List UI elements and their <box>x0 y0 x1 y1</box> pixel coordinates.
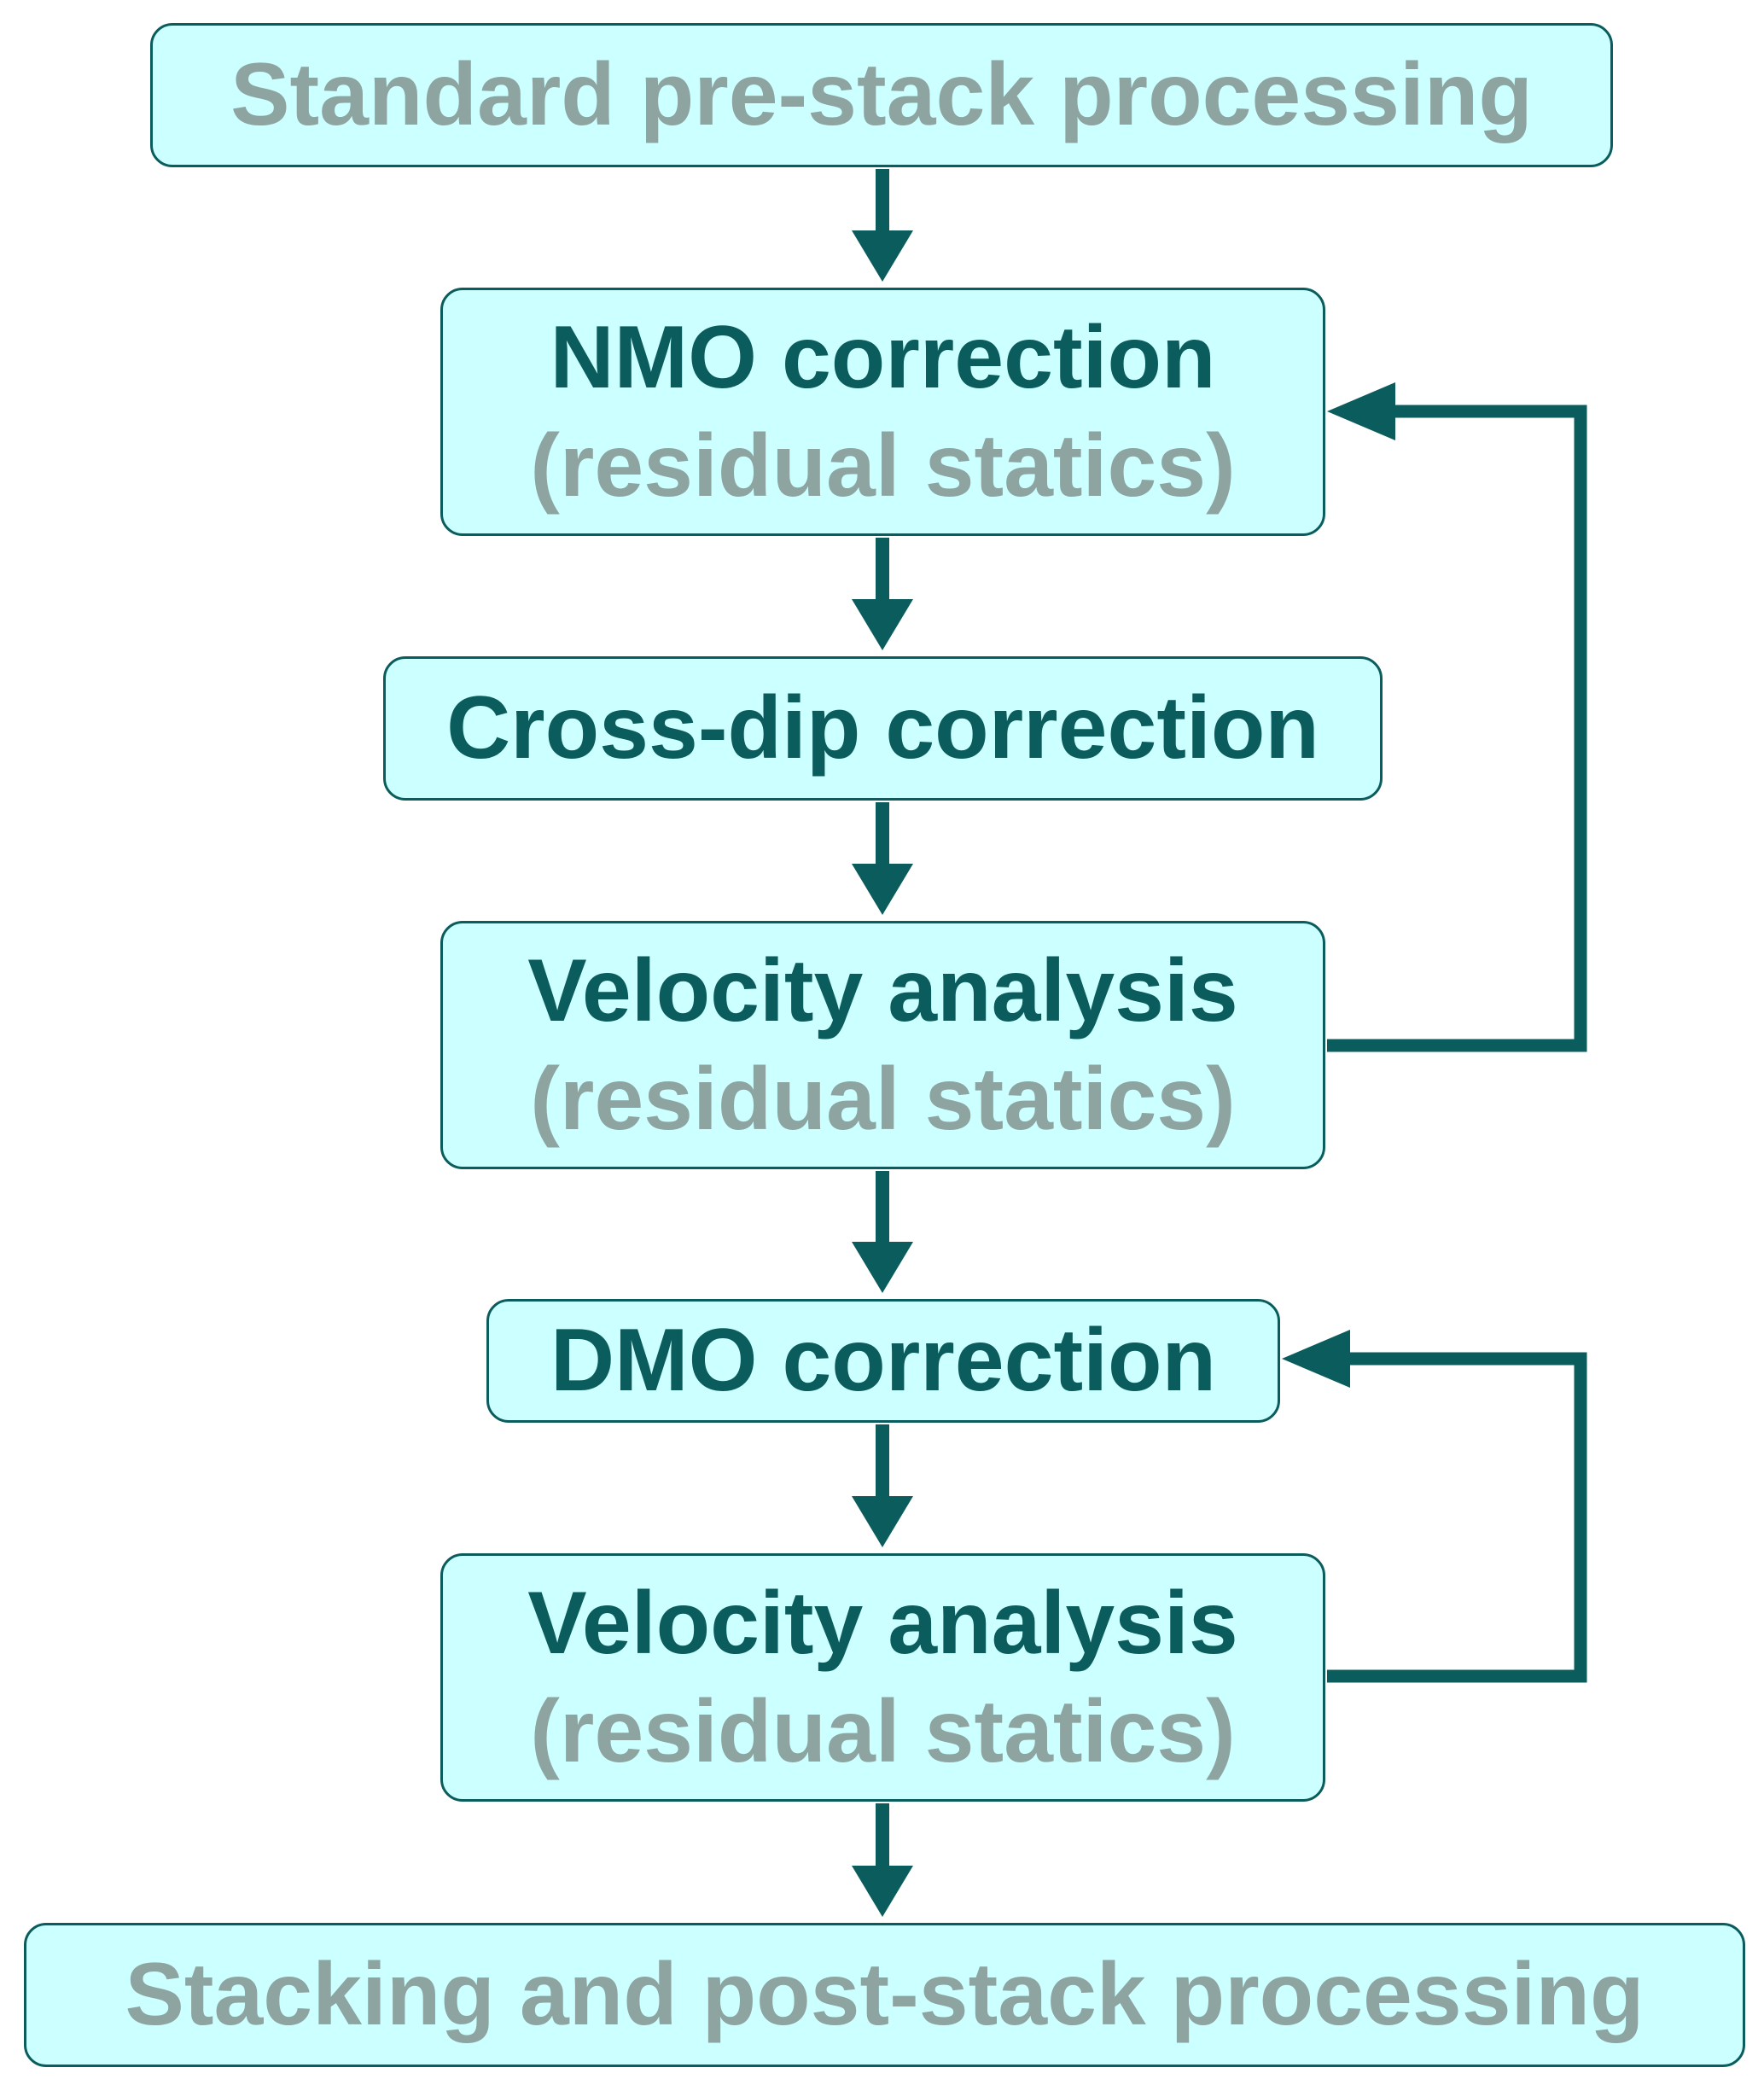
arrow-head <box>852 1496 913 1547</box>
arrow-velocity-2-to-stacking <box>852 1803 913 1917</box>
step-stacking-post-stack: Stacking and post-stack processing <box>24 1923 1745 2067</box>
arrow-head <box>852 1242 913 1293</box>
arrow-nmo-to-cross-dip <box>852 538 913 650</box>
arrow-head <box>852 230 913 282</box>
arrow-dmo-to-velocity-2 <box>852 1424 913 1547</box>
step-standard-pre-stack: Standard pre-stack processing <box>150 23 1613 167</box>
arrow-head <box>1282 1330 1350 1388</box>
arrow-head <box>852 1866 913 1917</box>
step-label: Velocity analysis <box>527 1573 1238 1673</box>
step-label: Velocity analysis <box>527 941 1238 1040</box>
step-label: Standard pre-stack processing <box>230 45 1533 145</box>
arrow-head <box>852 599 913 650</box>
feedback-velocity-1-to-nmo <box>1327 382 1587 1052</box>
step-label: NMO correction <box>550 307 1216 407</box>
arrow-velocity-1-to-dmo <box>852 1171 913 1293</box>
step-dmo-correction: DMO correction <box>486 1299 1280 1423</box>
arrow-head <box>1327 382 1395 440</box>
step-nmo-correction: NMO correction (residual statics) <box>440 288 1325 536</box>
loop-line <box>1327 1352 1587 1683</box>
step-note: (residual statics) <box>530 1049 1236 1149</box>
arrow-head <box>852 864 913 915</box>
loop-line <box>1327 405 1587 1052</box>
arrow-cross-dip-to-velocity-1 <box>852 802 913 915</box>
feedback-velocity-2-to-dmo <box>1282 1330 1587 1683</box>
step-label: Stacking and post-stack processing <box>125 1945 1645 2045</box>
step-note: (residual statics) <box>530 416 1236 515</box>
step-label: Cross-dip correction <box>446 678 1319 778</box>
step-cross-dip-correction: Cross-dip correction <box>383 656 1383 801</box>
arrow-pre-stack-to-nmo <box>852 169 913 282</box>
step-label: DMO correction <box>550 1311 1217 1411</box>
step-velocity-analysis-2: Velocity analysis (residual statics) <box>440 1553 1325 1802</box>
step-velocity-analysis-1: Velocity analysis (residual statics) <box>440 921 1325 1169</box>
step-note: (residual statics) <box>530 1681 1236 1781</box>
